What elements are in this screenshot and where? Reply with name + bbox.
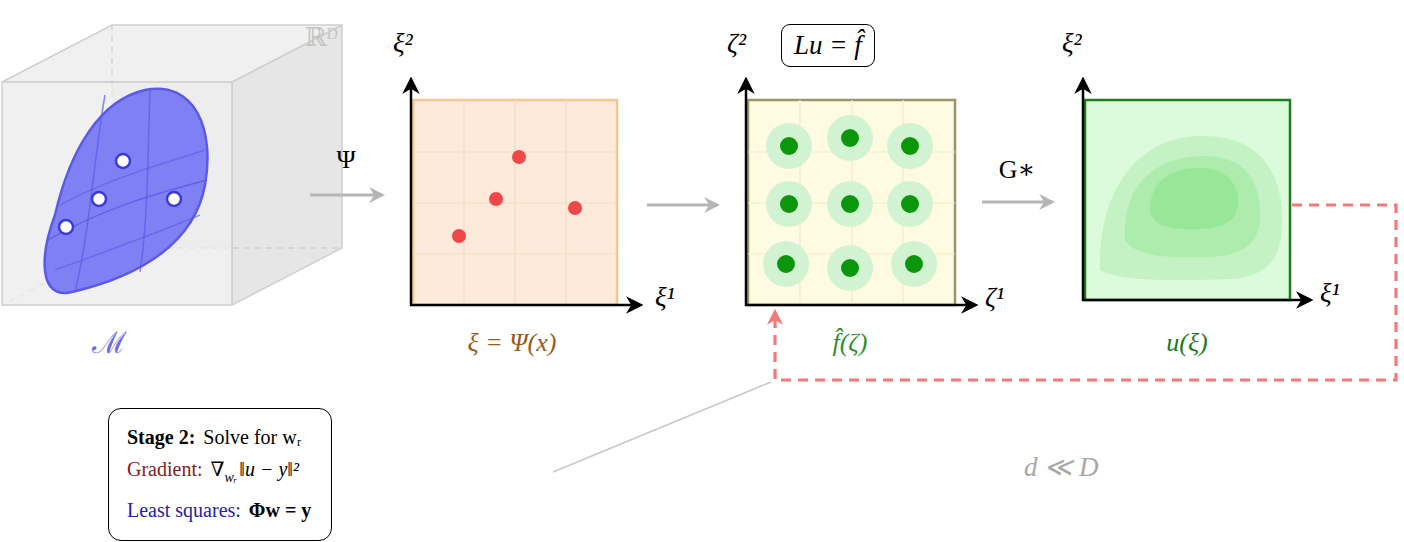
basis-center — [780, 195, 798, 213]
coordinate-panel: ξ²ξ¹ξ = Ψ(x) — [385, 30, 645, 310]
map-arrow — [982, 200, 1052, 203]
operator-text: Lu = f̂ — [794, 30, 862, 61]
leader-line — [553, 382, 771, 472]
dimension-note: d ≪ D — [1024, 452, 1099, 483]
basis-halo — [827, 245, 873, 291]
space-label: ℝᴰ — [305, 23, 338, 53]
panel-caption: u(ξ) — [1166, 328, 1207, 358]
manifold-label: ℳ — [92, 326, 127, 361]
solution-panel: ξ²ξ¹u(ξ) — [1055, 30, 1290, 310]
stage-text: Solve for wᵣ — [203, 426, 301, 448]
map-label: G∗ — [999, 155, 1035, 185]
stage-box: Stage 2: Solve for wᵣGradient: ∇wᵣ‖u − y‖²… — [108, 408, 332, 541]
solution-plot — [1082, 80, 1310, 301]
basis-halo — [887, 123, 933, 169]
basis-halo — [827, 115, 873, 161]
stage-text: wᵣ — [225, 470, 238, 485]
basis-center — [901, 137, 919, 155]
basis-halo — [763, 241, 809, 287]
map-arrow — [310, 193, 382, 196]
basis-halo — [766, 181, 812, 227]
basis-center — [905, 255, 923, 273]
coordinate-plot — [410, 80, 640, 306]
axis-label: ζ² — [727, 28, 746, 59]
basis-center — [841, 195, 859, 213]
cube-illustration — [2, 25, 342, 305]
panel-caption: ξ = Ψ(x) — [468, 328, 557, 358]
basis-halo — [766, 123, 812, 169]
basis-halo — [887, 181, 933, 227]
manifold-panel: ℝᴰℳ — [0, 20, 308, 340]
stage-text: Gradient: — [127, 458, 203, 480]
basis-halo — [891, 241, 937, 287]
rbf-panel: ζ²ζ¹f̂(ζ) — [720, 30, 980, 310]
axis-label: ζ¹ — [985, 282, 1004, 313]
manifold-surface — [45, 88, 208, 293]
coordinate-plot — [745, 80, 975, 306]
map-label: Ψ — [336, 145, 355, 175]
stage-text: Least squares: — [127, 499, 241, 521]
axis-label: ξ¹ — [1320, 278, 1340, 309]
basis-center — [777, 255, 795, 273]
basis-center — [841, 129, 859, 147]
basis-center — [841, 259, 859, 277]
stage-text: ‖u − y‖² — [239, 458, 299, 480]
basis-halo — [827, 181, 873, 227]
feedback-arrow — [775, 205, 1396, 380]
axis-label: ξ¹ — [655, 282, 675, 313]
map-arrow — [647, 203, 717, 206]
axis-label: ξ² — [393, 28, 413, 59]
operator-box: Lu = f̂ — [781, 24, 875, 67]
basis-center — [901, 195, 919, 213]
stage-text: Φw = y — [249, 499, 311, 521]
stage-text: Stage 2: — [127, 426, 195, 448]
basis-center — [780, 137, 798, 155]
axis-label: ξ² — [1062, 28, 1082, 59]
stage-text: ∇ — [211, 458, 225, 480]
panel-caption: f̂(ζ) — [832, 328, 867, 358]
